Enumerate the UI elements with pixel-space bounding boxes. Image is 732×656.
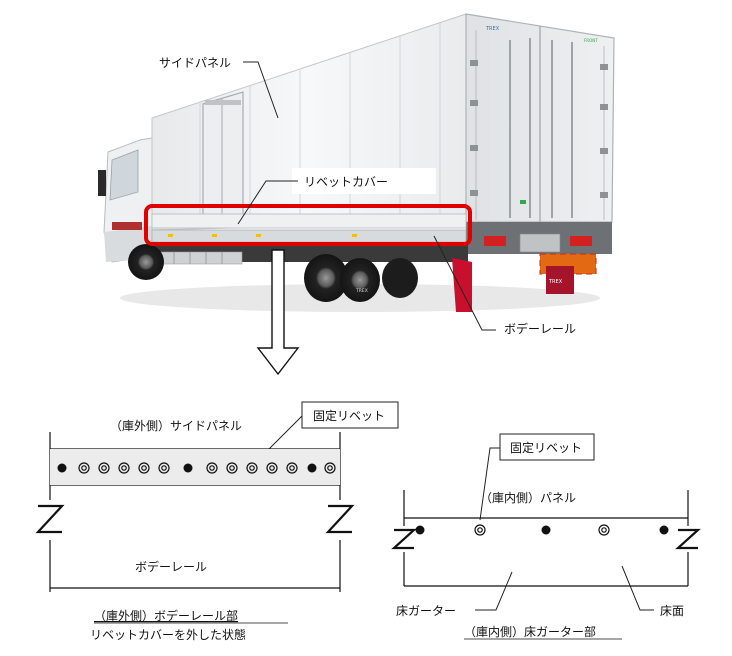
left-caption-line1: （庫外側）ボデーレール部: [94, 608, 238, 623]
gutter-leader: [475, 571, 513, 611]
left-rivet-row: [57, 462, 336, 474]
right-rivet-callout: 固定リベット: [510, 440, 582, 455]
door-brand-mark-right: FRONT: [584, 38, 598, 43]
label-side-panel: サイドパネル: [159, 56, 231, 70]
left-body-rail-label: ボデーレール: [135, 559, 207, 574]
left-break-mark: [35, 504, 65, 534]
left-rivet-callout: 固定リベット: [313, 408, 385, 423]
photo-rivet-cover: [151, 213, 467, 229]
rear-mudflap: [546, 266, 574, 294]
rail-brand: TREX: [355, 288, 368, 294]
right-inner-panel-label: （庫内側）パネル: [480, 491, 576, 505]
truck-cab: [98, 137, 153, 263]
right-rivet-leader: [479, 447, 500, 521]
rivet-solid: [307, 463, 317, 473]
left-caption-line2: リベットカバーを外した状態: [90, 627, 246, 642]
rivet-solid: [415, 525, 425, 535]
marker-lamps: [168, 234, 357, 237]
right-diagram: 固定リベット （庫内側）パネル 床ガーター 床面 （庫内側）床ガーター部: [391, 433, 701, 640]
label-body-rail: ボデーレール: [504, 321, 576, 336]
rivet-solid: [57, 463, 67, 473]
right-break-mark: [675, 528, 701, 550]
truck-illustration: TREX FRONT TREX: [98, 13, 615, 312]
rear-door-hinges: [470, 60, 608, 198]
right-break-mark: [391, 528, 417, 550]
left-diagram: 固定リベット （庫外側）サイドパネル: [35, 401, 399, 642]
right-floor-label: 床面: [660, 604, 684, 618]
rear-door-bars: [509, 38, 573, 218]
rivet-hollow: [598, 524, 610, 536]
rivet-solid: [659, 525, 669, 535]
mudflap-brand: TREX: [548, 279, 563, 285]
rivet-hollow: [474, 524, 486, 536]
left-outer-panel-label: （庫外側）サイドパネル: [110, 419, 242, 433]
right-rivet-callout-box: [499, 433, 595, 461]
floor-leader: [621, 565, 654, 611]
right-caption: （庫内側）床ガーター部: [464, 624, 596, 639]
leader-side-panel: [243, 61, 279, 119]
rivet-cover-highlight: [144, 204, 472, 246]
label-rivet-cover: リベットカバー: [304, 175, 388, 189]
leader-body-rail: [433, 235, 496, 331]
box-side-panel: [151, 13, 467, 231]
leader-rivet-cover: [237, 180, 298, 225]
red-mudflap: [452, 258, 472, 312]
down-arrow-icon: [256, 249, 300, 376]
left-break-mark: [325, 504, 355, 534]
wheels: [128, 244, 418, 302]
left-rail-strip: [50, 449, 340, 485]
left-rivet-callout-box: [301, 401, 399, 429]
label-box-rivet-cover: [292, 168, 436, 194]
photo-body-rail: [151, 229, 467, 243]
rear-bumper: [466, 222, 612, 275]
photo-labels: サイドパネル リベットカバー ボデーレール: [159, 56, 590, 338]
rivet-solid: [183, 463, 193, 473]
door-brand-mark: TREX: [485, 26, 500, 32]
right-gutter-label: 床ガーター: [396, 604, 456, 618]
label-box-body-rail: [498, 318, 590, 338]
rivet-solid: [541, 525, 551, 535]
